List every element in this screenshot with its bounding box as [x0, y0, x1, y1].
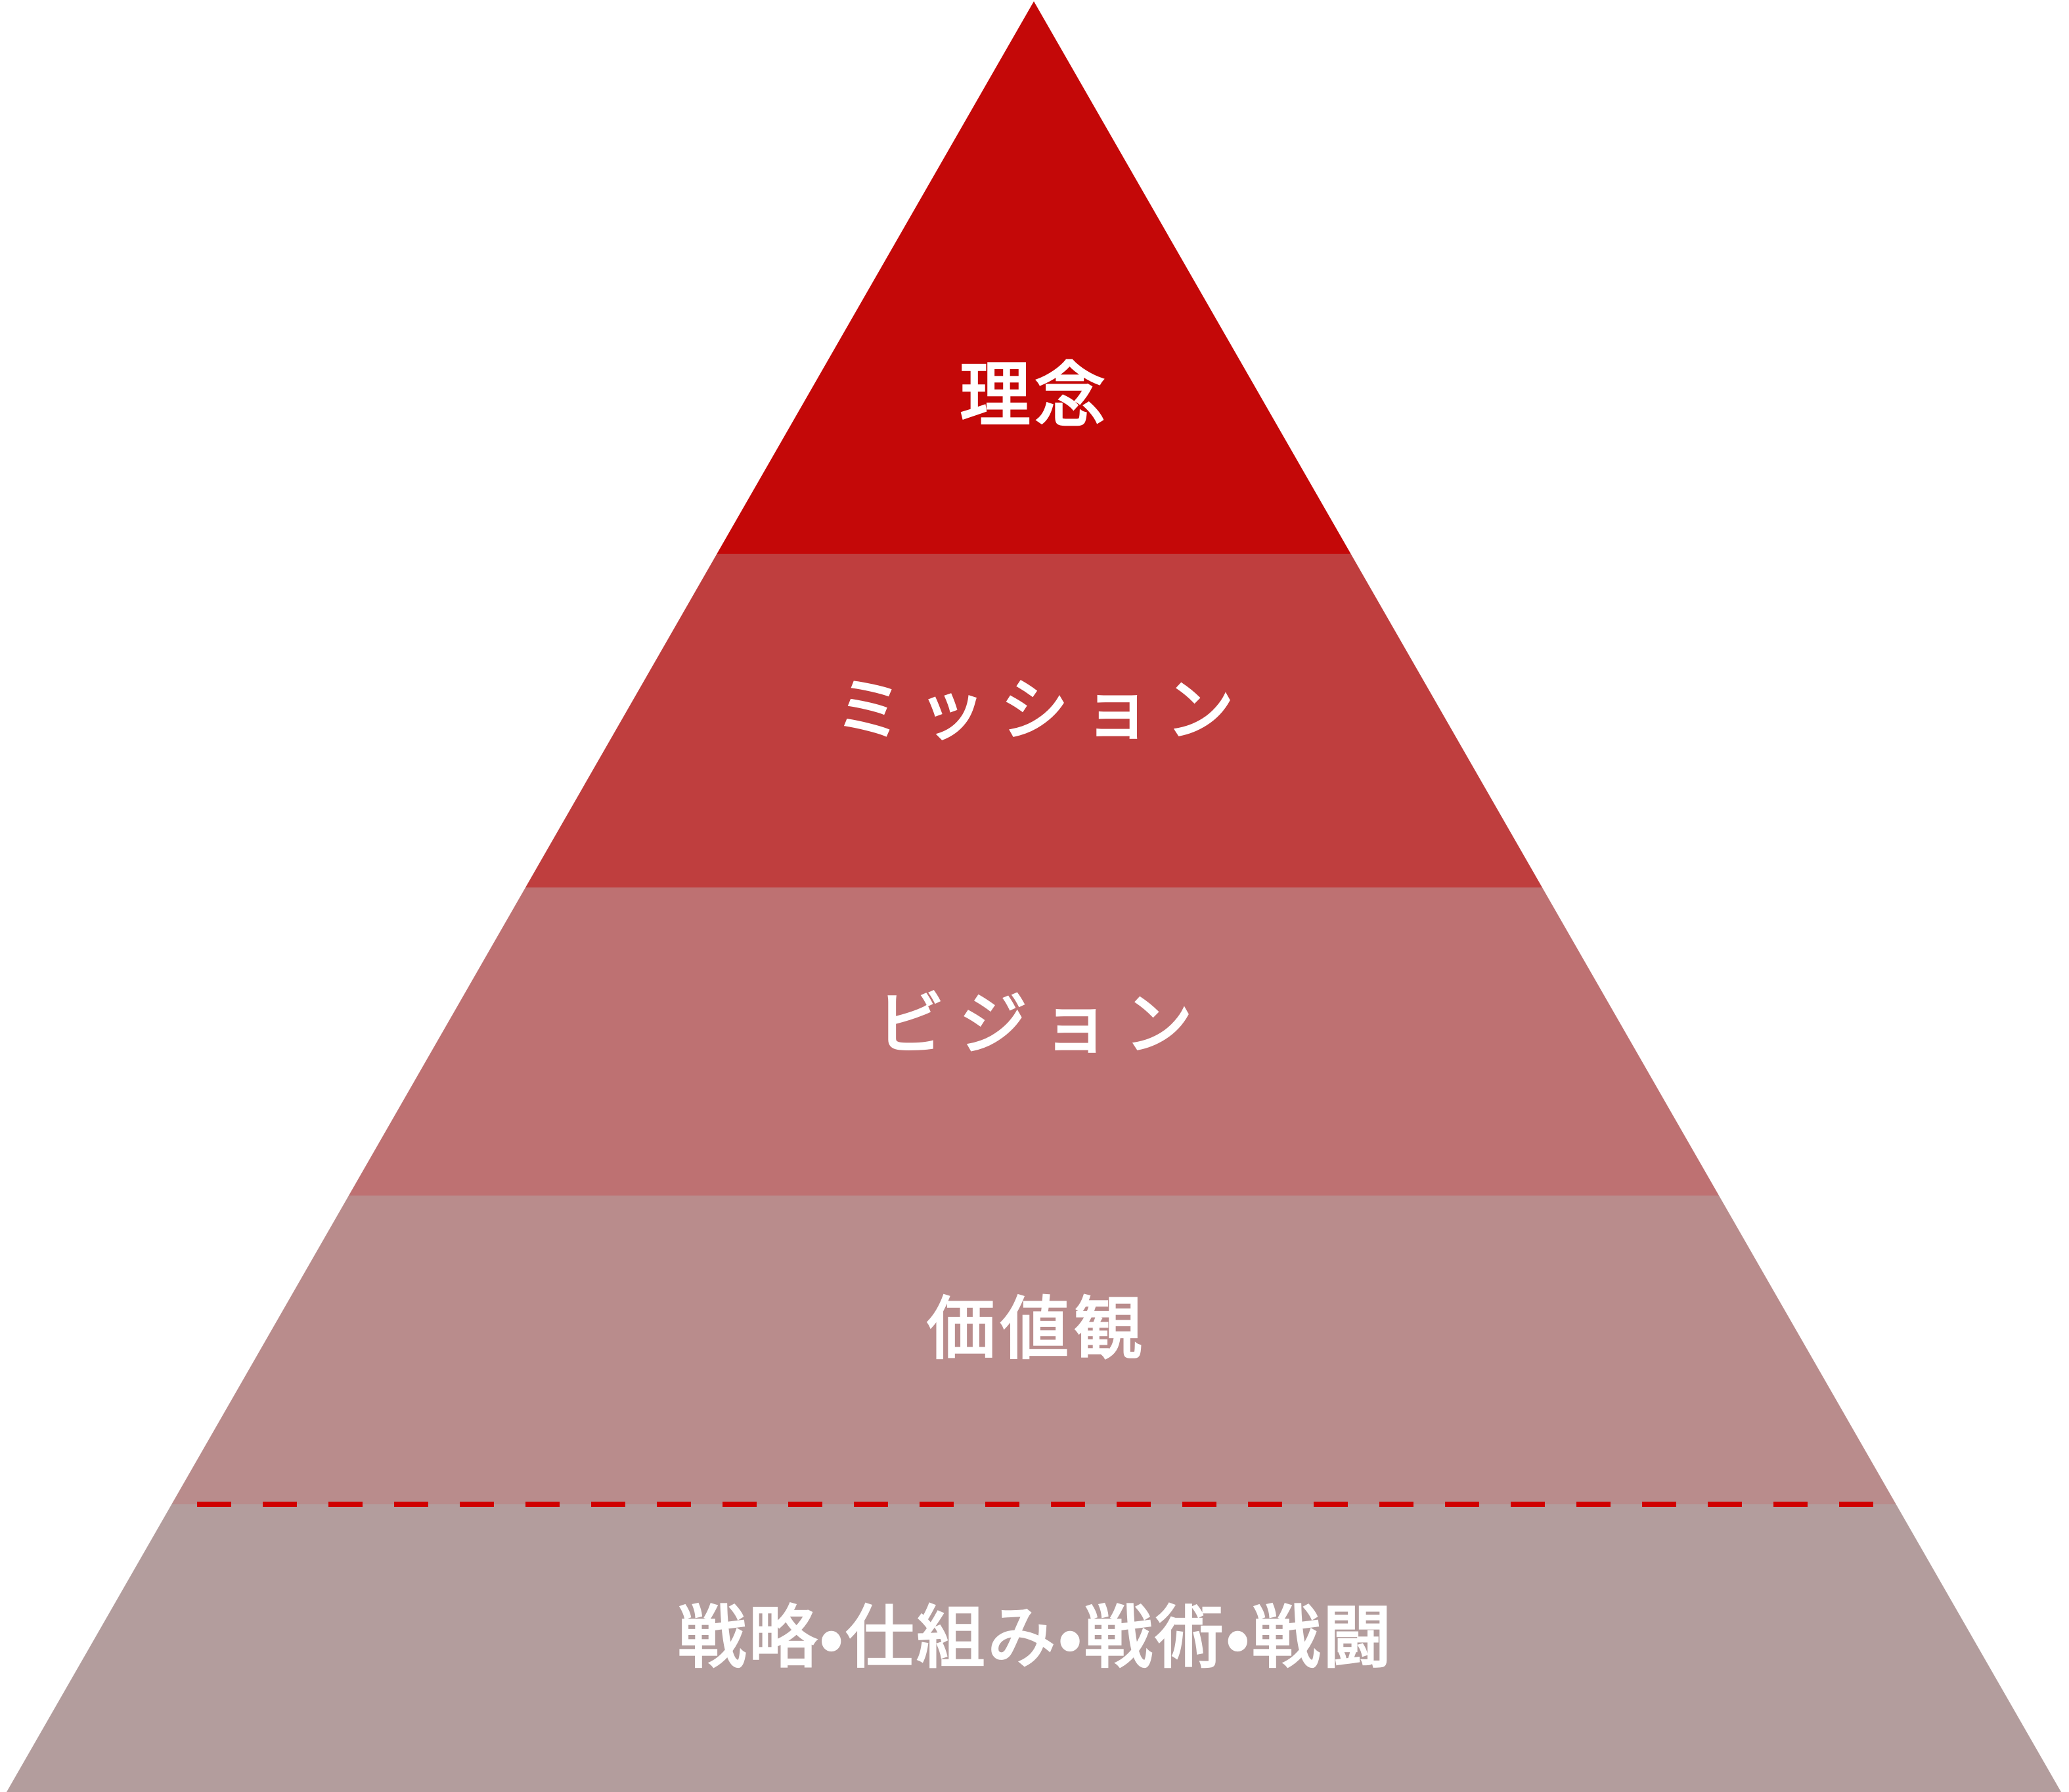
pyramid-level-4-band — [7, 1196, 2061, 1504]
pyramid-level-3-label: ビジョン — [876, 987, 1207, 1063]
pyramid-level-2-label: ミッション — [834, 673, 1249, 749]
pyramid-level-1-band — [7, 1, 2061, 554]
pyramid-level-5-band — [7, 1504, 2061, 1792]
pyramid-level-4-label: 価値観 — [926, 1291, 1147, 1368]
pyramid-level-1-label: 理念 — [959, 355, 1109, 435]
pyramid-level-5-label: 戦略・仕組み・戦術・戦闘 — [677, 1600, 1394, 1676]
